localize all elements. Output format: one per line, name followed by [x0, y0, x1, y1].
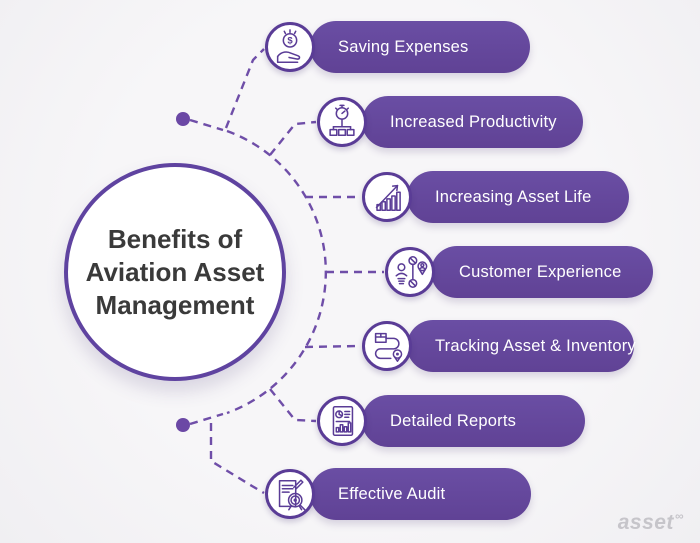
- benefit-label: Effective Audit: [338, 484, 446, 503]
- connector-dot: [176, 112, 190, 126]
- benefit-label: Customer Experience: [459, 262, 622, 281]
- branch-saving-expenses: [224, 48, 265, 129]
- center-circle: Benefits of Aviation Asset Management: [64, 163, 286, 381]
- hand-coin-icon: $: [265, 22, 315, 72]
- title-line-2: Aviation Asset: [85, 256, 265, 287]
- benefit-pill: Effective Audit: [310, 468, 531, 520]
- branch-increased-productivity: [269, 120, 317, 156]
- benefit-pill: Saving Expenses: [310, 21, 530, 73]
- svg-text:$: $: [287, 36, 293, 47]
- package-route-pin-icon: [362, 321, 412, 371]
- benefit-label: Increasing Asset Life: [435, 187, 592, 206]
- infinity-icon: ∞: [674, 509, 684, 523]
- benefit-pill: Customer Experience: [431, 246, 653, 298]
- benefit-label: Increased Productivity: [390, 112, 557, 131]
- title-line-1: Benefits of: [107, 223, 243, 254]
- growth-chart-icon: [362, 172, 412, 222]
- customer-gears-icon: [385, 247, 435, 297]
- connector-dot: [176, 418, 190, 432]
- audit-magnifier-icon: [265, 469, 315, 519]
- connector-top-link: [189, 118, 224, 132]
- benefit-pill: Tracking Asset & Inventory: [407, 320, 636, 372]
- benefit-pill: Detailed Reports: [362, 395, 585, 447]
- stopwatch-orgchart-icon: [317, 97, 367, 147]
- connector-arc: [226, 129, 328, 415]
- benefit-pill: Increasing Asset Life: [407, 171, 629, 223]
- benefit-pill: Increased Productivity: [362, 96, 583, 148]
- report-document-icon: [317, 396, 367, 446]
- branch-effective-audit: [209, 423, 265, 495]
- asset-logo: asset∞: [618, 509, 684, 535]
- title-line-3: Management: [95, 289, 255, 320]
- branch-detailed-reports: [269, 388, 317, 423]
- benefit-label: Saving Expenses: [338, 37, 469, 56]
- benefit-label: Detailed Reports: [390, 411, 517, 430]
- connector-bottom-link: [189, 412, 224, 426]
- branch-tracking-asset: [304, 344, 362, 349]
- benefit-label: Tracking Asset & Inventory: [435, 336, 636, 355]
- asset-logo-text: asset: [617, 511, 674, 534]
